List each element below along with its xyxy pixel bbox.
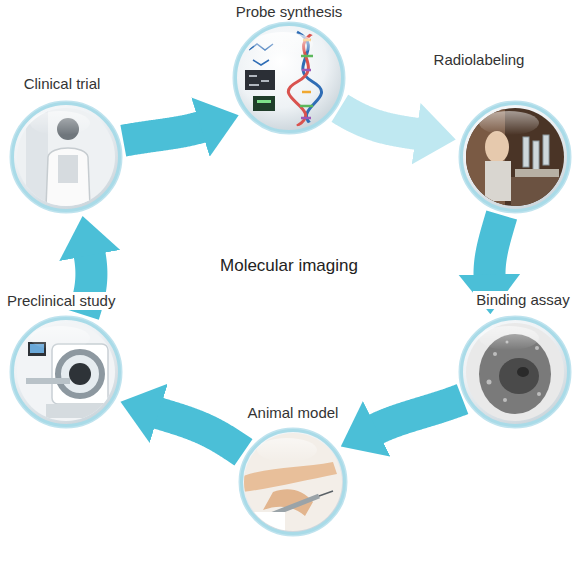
patient-illustration	[11, 102, 121, 212]
cycle-arrow	[375, 399, 463, 430]
process-step: Probe synthesis	[234, 23, 344, 133]
dna-illustration	[234, 23, 344, 133]
step-outline	[236, 25, 343, 132]
step-circle	[460, 317, 570, 427]
cycle-arrow	[157, 413, 244, 453]
process-step: Radiolabeling	[460, 102, 570, 212]
step-outline	[242, 431, 345, 534]
step-circle	[11, 317, 121, 427]
process-step: Binding assay	[460, 317, 570, 427]
process-step: Preclinical study	[11, 317, 121, 427]
cycle-arrow	[123, 127, 202, 141]
injection-illustration	[240, 429, 346, 535]
step-label: Radiolabeling	[431, 51, 528, 69]
cycle-arrow	[490, 215, 502, 276]
step-circle	[240, 429, 346, 535]
step-outline	[13, 104, 120, 211]
cell-illustration	[460, 317, 570, 427]
step-label: Preclinical study	[4, 292, 118, 310]
process-step: Clinical trial	[11, 102, 121, 212]
step-outline	[13, 319, 120, 426]
process-step: Animal model	[240, 429, 346, 535]
step-circle	[460, 102, 570, 212]
step-label: Animal model	[245, 404, 342, 422]
cycle-arrow	[340, 108, 418, 134]
step-label: Clinical trial	[21, 75, 104, 93]
center-title: Molecular imaging	[220, 256, 358, 276]
step-circle	[234, 23, 344, 133]
step-label: Probe synthesis	[233, 3, 346, 21]
scanner-illustration	[11, 317, 121, 427]
step-circle	[11, 102, 121, 212]
lab-illustration	[460, 102, 570, 212]
step-outline	[462, 104, 569, 211]
step-label: Binding assay	[473, 291, 572, 309]
step-outline	[462, 319, 569, 426]
